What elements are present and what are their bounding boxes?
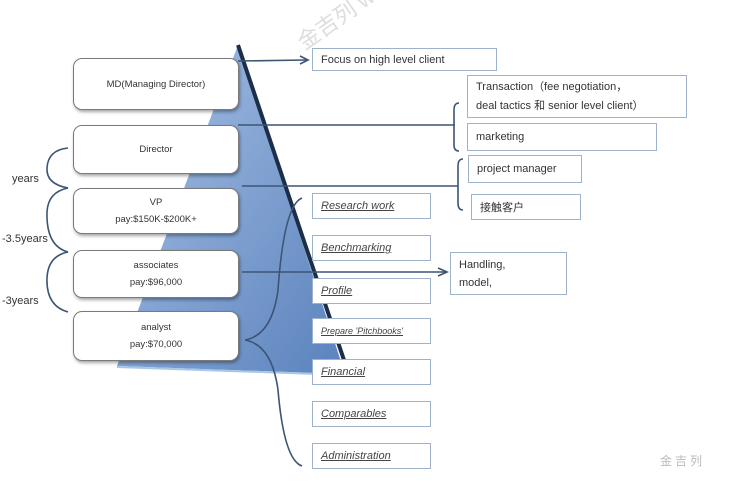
task-research-work: Research work xyxy=(312,193,431,219)
director-marketing-box: marketing xyxy=(467,123,657,151)
md-responsibility: Focus on high level client xyxy=(312,48,497,71)
vp-bracket xyxy=(457,158,464,211)
level-pay: pay:$70,000 xyxy=(129,339,183,350)
associates-box: Handling, model, xyxy=(450,252,567,295)
level-associates: associates pay:$96,000 xyxy=(73,250,239,298)
task-comparables: Comparables xyxy=(312,401,431,427)
duration-brace-2 xyxy=(46,187,69,253)
director-transaction-box: Transaction（fee negotiation， deal tactic… xyxy=(467,75,687,118)
brand-logo: 金吉列 xyxy=(660,454,706,468)
duration-label: -3years xyxy=(2,295,39,307)
task-profile: Profile xyxy=(312,278,431,304)
vp-client-contact-box: 接触客户 xyxy=(471,194,581,220)
level-title: MD(Managing Director) xyxy=(106,78,206,90)
box-text: deal tactics 和 senior level client） xyxy=(476,99,644,112)
duration-brace-3 xyxy=(46,251,69,313)
level-title: analyst xyxy=(140,322,172,333)
level-analyst: analyst pay:$70,000 xyxy=(73,311,239,361)
level-pay: pay:$96,000 xyxy=(129,277,183,288)
level-title: VP xyxy=(149,197,163,208)
level-director: Director xyxy=(73,125,239,174)
level-vp: VP pay:$150K-$200K+ xyxy=(73,188,239,234)
duration-label: -3.5years xyxy=(2,233,48,245)
vp-project-manager-box: project manager xyxy=(468,155,582,183)
analyst-brace-up xyxy=(244,197,303,341)
task-financial: Financial xyxy=(312,359,431,385)
md-arrow xyxy=(237,59,307,62)
box-text: Handling, xyxy=(459,258,506,271)
level-md: MD(Managing Director) xyxy=(73,58,239,110)
duration-label: years xyxy=(12,173,39,185)
director-bracket xyxy=(453,102,460,152)
level-title: associates xyxy=(133,260,179,271)
task-administration: Administration xyxy=(312,443,431,469)
task-benchmarking: Benchmarking xyxy=(312,235,431,261)
box-text: Transaction（fee negotiation， xyxy=(476,80,628,93)
level-title: Director xyxy=(139,144,173,155)
duration-brace-1 xyxy=(46,147,69,189)
analyst-brace-down xyxy=(244,339,303,467)
task-prepare-pitchbooks: Prepare 'Pitchbooks' xyxy=(312,318,431,344)
box-text: model, xyxy=(459,276,493,289)
level-pay: pay:$150K-$200K+ xyxy=(115,214,197,225)
